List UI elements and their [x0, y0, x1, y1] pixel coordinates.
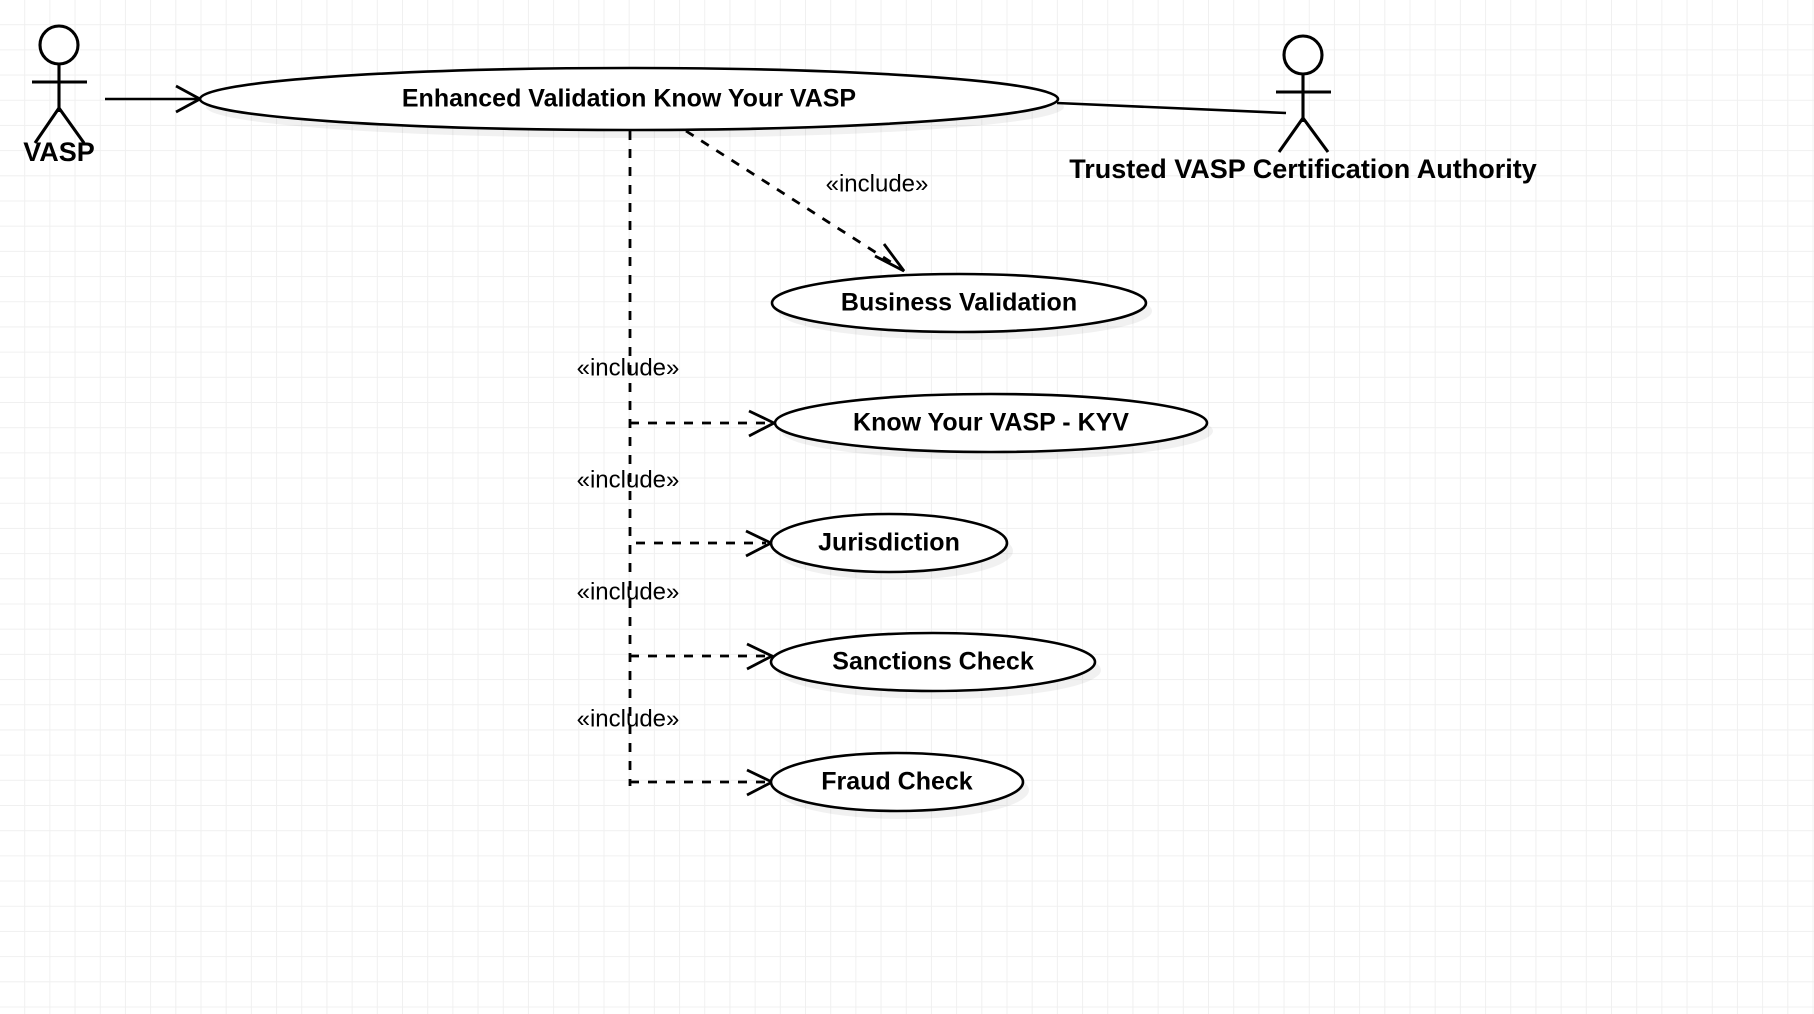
association-enhanced-validation-to-trusted-authority[interactable] — [1056, 101, 1287, 115]
include-relationship-business-validation[interactable]: «include» — [685, 129, 929, 273]
use-case-label-enhanced-validation: Enhanced Validation Know Your VASP — [402, 85, 856, 113]
ellipse-shape — [769, 512, 1009, 574]
include-stereotype-label: «include» — [577, 705, 680, 732]
association-line — [1056, 101, 1287, 115]
actor-head-icon — [1282, 34, 1324, 76]
include-stereotype-label: «include» — [826, 170, 929, 197]
use-case-jurisdiction[interactable]: Jurisdiction — [769, 512, 1013, 580]
include-relationship-know-your-vasp-kyv[interactable]: «include» — [577, 354, 778, 438]
actor-left-leg-line — [33, 107, 61, 144]
use-case-enhanced-validation[interactable]: Enhanced Validation Know Your VASP — [198, 66, 1064, 138]
include-relationship-jurisdiction[interactable]: «include» — [577, 466, 775, 558]
use-case-know-your-vasp-kyv[interactable]: Know Your VASP - KYV — [773, 392, 1213, 460]
ellipse-shape — [769, 751, 1025, 813]
use-case-label-business-validation: Business Validation — [841, 289, 1077, 317]
association-vasp-to-enhanced-validation[interactable] — [105, 84, 203, 114]
ellipse-shape — [769, 631, 1097, 693]
ellipse-shape — [770, 272, 1148, 334]
actor-label-vasp: VASP — [23, 137, 95, 167]
ellipse-shape — [773, 392, 1209, 454]
arrow-head-icon — [746, 642, 776, 671]
use-case-label-fraud-check: Fraud Check — [821, 768, 973, 796]
use-case-label-know-your-vasp-kyv: Know Your VASP - KYV — [853, 409, 1129, 437]
include-dashed-line — [685, 129, 898, 268]
actor-trusted-vasp-certification-authority[interactable]: Trusted VASP Certification Authority — [1069, 34, 1537, 184]
use-case-label-sanctions-check: Sanctions Check — [832, 648, 1034, 676]
use-case-sanctions-check[interactable]: Sanctions Check — [769, 631, 1101, 699]
actor-head-icon — [38, 24, 80, 66]
include-stereotype-label: «include» — [577, 354, 680, 381]
include-relationship-sanctions-check[interactable]: «include» — [577, 578, 776, 671]
actor-right-leg-line — [1301, 117, 1330, 153]
actor-vasp[interactable]: VASP — [23, 24, 95, 167]
use-case-business-validation[interactable]: Business Validation — [770, 272, 1152, 340]
actor-label-trusted-authority: Trusted VASP Certification Authority — [1069, 154, 1537, 184]
include-relationship-fraud-check[interactable]: «include» — [577, 705, 776, 797]
include-stereotype-label: «include» — [577, 466, 680, 493]
use-case-fraud-check[interactable]: Fraud Check — [769, 751, 1029, 819]
arrow-head-icon — [874, 243, 906, 273]
ellipse-shape — [198, 66, 1060, 132]
actor-right-leg-line — [57, 107, 86, 144]
include-stereotype-label: «include» — [577, 578, 680, 605]
actor-left-leg-line — [1277, 117, 1305, 153]
use-case-label-jurisdiction: Jurisdiction — [818, 529, 960, 557]
